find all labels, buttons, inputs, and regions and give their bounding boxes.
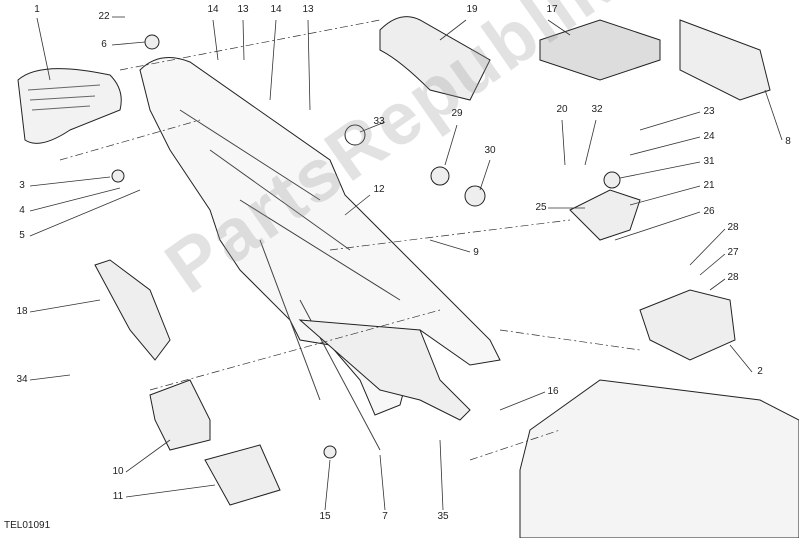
callout-29: 29 <box>451 108 463 119</box>
callout-18: 18 <box>16 306 28 317</box>
callout-9: 9 <box>473 247 479 258</box>
callout-14: 14 <box>270 4 282 15</box>
callout-17: 17 <box>546 4 558 15</box>
callout-26: 26 <box>703 206 715 217</box>
callout-4: 4 <box>19 205 25 216</box>
callout-34: 34 <box>16 374 28 385</box>
part-11 <box>204 444 281 506</box>
callout-30: 30 <box>484 145 496 156</box>
callout-23: 23 <box>703 106 715 117</box>
callout-2: 2 <box>757 366 763 377</box>
part-10 <box>149 379 211 451</box>
callout-8: 8 <box>785 136 791 147</box>
callout-35: 35 <box>437 511 449 522</box>
callout-21: 21 <box>703 180 715 191</box>
callout-32: 32 <box>591 104 603 115</box>
callout-19: 19 <box>466 4 478 15</box>
callout-22: 22 <box>98 11 110 22</box>
tail-light <box>17 68 122 144</box>
callout-13: 13 <box>302 4 314 15</box>
callout-1: 1 <box>34 4 40 15</box>
callout-14: 14 <box>207 4 219 15</box>
callout-7: 7 <box>382 511 388 522</box>
callout-15: 15 <box>319 511 331 522</box>
bracket-21 <box>569 189 641 241</box>
callout-16: 16 <box>547 386 559 397</box>
callout-28: 28 <box>727 272 739 283</box>
callout-24: 24 <box>703 131 715 142</box>
callout-13: 13 <box>237 4 249 15</box>
callout-31: 31 <box>703 156 715 167</box>
bracket-2 <box>639 289 736 361</box>
callout-6: 6 <box>101 39 107 50</box>
engine <box>519 379 799 538</box>
callout-28: 28 <box>727 222 739 233</box>
callout-11: 11 <box>112 491 124 502</box>
callout-3: 3 <box>19 180 25 191</box>
callout-27: 27 <box>727 247 739 258</box>
diagram-code: TEL01091 <box>4 520 51 531</box>
cover-19 <box>379 16 491 101</box>
cover-8 <box>679 19 771 101</box>
rear-subframe <box>139 57 501 416</box>
cover-18 <box>94 259 171 361</box>
callout-25: 25 <box>535 202 547 213</box>
callout-10: 10 <box>112 466 124 477</box>
callout-20: 20 <box>556 104 568 115</box>
callout-5: 5 <box>19 230 25 241</box>
callout-12: 12 <box>373 184 385 195</box>
callout-33: 33 <box>373 116 385 127</box>
